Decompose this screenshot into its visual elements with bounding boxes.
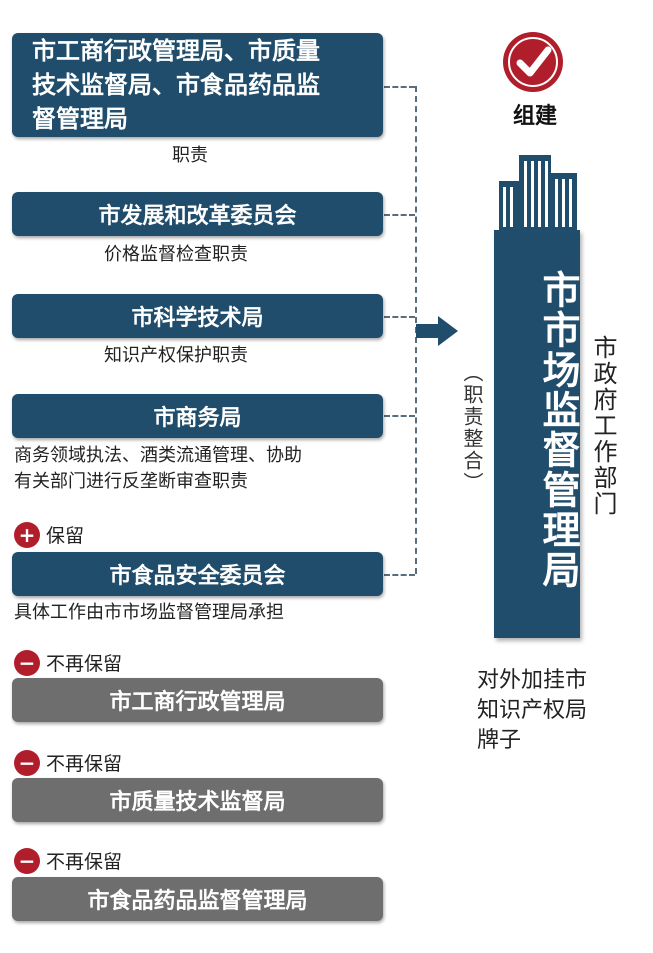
building-icon [499,155,577,232]
agency-box-ndrc: 市发展和改革委员会 [12,192,383,236]
agency-title: 市工商行政管理局、市质量 技术监督局、市食品药品监 督管理局 [32,37,320,133]
agency-duty: 知识产权保护职责 [104,345,248,366]
agency-title: 市科学技术局 [131,306,264,331]
removed-agency: 市食品药品监督管理局 [12,877,383,921]
new-agency-name: 市市场监督管理局 [536,270,580,590]
minus-icon: − [14,848,40,874]
agency-duty: 价格监督检查职责 [104,244,248,265]
merge-label: （职责整合） [460,362,484,494]
removed-agency: 市质量技术监督局 [12,778,383,822]
removed-agency-title: 市质量技术监督局 [109,790,286,815]
department-type: 市政府工作部门 [589,335,617,517]
connector-2 [384,214,415,216]
connector-1 [384,86,415,88]
merge-arrow-icon [416,316,458,346]
ip-office-note: 对外加挂市 知识产权局 牌子 [477,668,588,753]
connector-4 [384,415,415,417]
plus-icon: + [14,522,40,548]
retain-label: 保留 [46,525,85,547]
agency-duty: 具体工作由市市场监督管理局承担 [14,602,284,623]
removed-label: 不再保留 [46,653,123,675]
new-agency-tower: 市市场监督管理局 [494,230,580,638]
connector-3 [384,316,415,318]
agency-box-commerce: 市商务局 [12,394,383,438]
agency-box-food-safety: 市食品安全委员会 [12,552,383,596]
removed-label: 不再保留 [46,753,123,775]
minus-icon: − [14,650,40,676]
agency-title: 市商务局 [153,406,242,431]
agency-duty: 职责 [172,145,208,166]
agency-duty: 商务领域执法、酒类流通管理、协助 有关部门进行反垄断审查职责 [14,445,302,492]
removed-label: 不再保留 [46,851,123,873]
agency-title: 市发展和改革委员会 [98,204,297,229]
check-badge [503,32,563,92]
connector-5 [384,574,415,576]
agency-box-science: 市科学技术局 [12,294,383,338]
removed-agency: 市工商行政管理局 [12,678,383,722]
establish-label: 组建 [512,104,557,129]
removed-agency-title: 市食品药品监督管理局 [87,889,308,914]
agency-box-aic-qts-fda: 市工商行政管理局、市质量 技术监督局、市食品药品监 督管理局 [12,33,383,137]
minus-icon: − [14,750,40,776]
agency-title: 市食品安全委员会 [109,564,286,589]
checkmark-icon [508,37,558,87]
removed-agency-title: 市工商行政管理局 [109,690,286,715]
